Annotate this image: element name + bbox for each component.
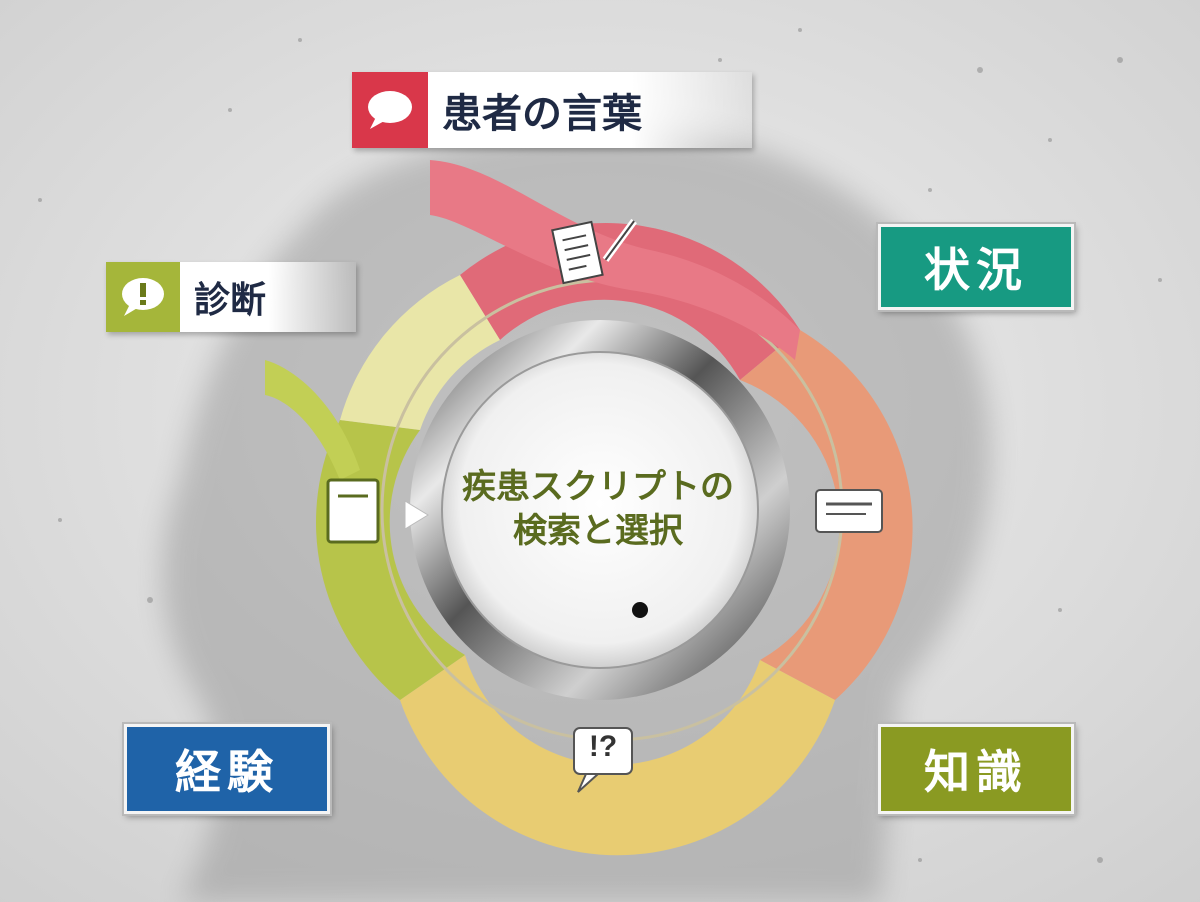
center-caption-line1: 疾患スクリプトの xyxy=(462,467,734,507)
center-caption-line2: 検索と選択 xyxy=(513,511,683,551)
center-lens xyxy=(441,351,759,669)
knowledge-box: 知識 xyxy=(876,722,1076,816)
card-icon xyxy=(815,489,883,533)
lens-dot xyxy=(632,602,648,618)
patient-words-label: 患者の言葉 xyxy=(442,91,642,137)
question-icon-text: !? xyxy=(588,730,618,763)
exclamation-bubble-icon xyxy=(106,262,180,332)
diagnosis-label: 診断 xyxy=(194,280,267,321)
arc-segment-situation xyxy=(740,330,913,700)
book-icon xyxy=(326,478,380,544)
diagnosis-ribbon xyxy=(265,360,360,480)
pointer-arrow-icon xyxy=(404,500,429,530)
question-bubble-icon xyxy=(573,727,633,793)
document-pen-icon xyxy=(551,218,637,285)
patient-words-tag: 患者の言葉 xyxy=(352,72,752,148)
arc-segment-diagnosis xyxy=(340,275,500,430)
speckle-texture xyxy=(38,28,1162,863)
patient-ribbon xyxy=(430,160,800,360)
arc-segment-knowledge xyxy=(400,655,835,856)
center-caption: 疾患スクリプトの 検索と選択 xyxy=(418,465,778,553)
speech-bubble-icon xyxy=(352,72,428,148)
experience-box: 経験 xyxy=(122,722,332,816)
diagnosis-tag: 診断 xyxy=(106,262,356,332)
situation-box: 状況 xyxy=(876,222,1076,312)
